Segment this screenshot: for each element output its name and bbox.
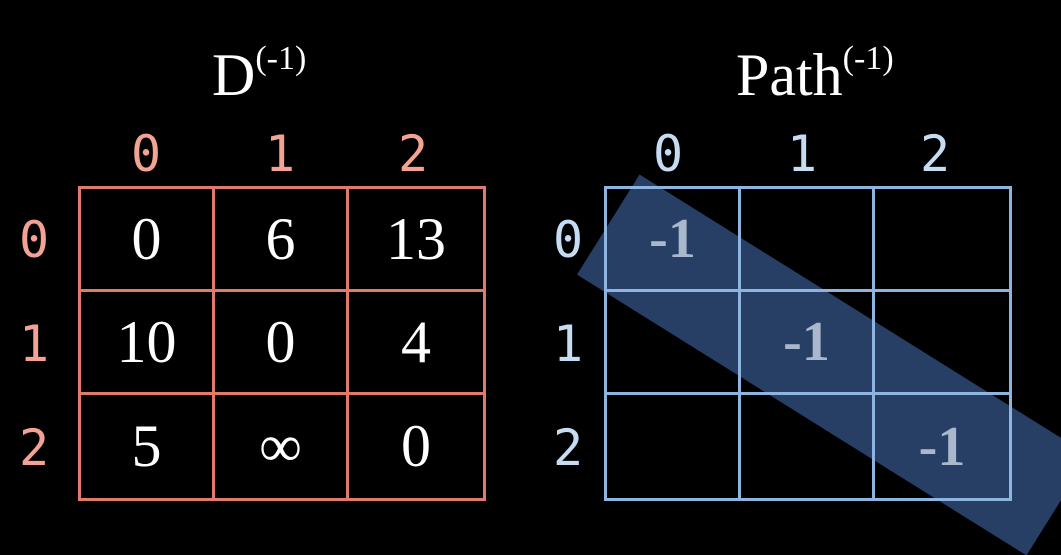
- distance-cell-2-1: ∞: [215, 395, 349, 498]
- path-col-index-0: 0: [652, 125, 684, 183]
- distance-matrix-title-superscript: (-1): [255, 40, 307, 77]
- distance-cell-0-0: 0: [81, 189, 215, 292]
- path-row-index-2: 2: [552, 419, 584, 477]
- distance-col-index-1: 1: [264, 125, 296, 183]
- distance-col-index-0: 0: [130, 125, 162, 183]
- path-row-index-0: 0: [552, 211, 584, 269]
- distance-cell-0-2: 13: [349, 189, 483, 292]
- distance-cell-1-2: 4: [349, 292, 483, 395]
- path-cell-2-1: [741, 395, 875, 498]
- path-cell-1-0: [607, 292, 741, 395]
- distance-matrix-grid: 0 6 13 10 0 4 5 ∞ 0: [78, 186, 486, 501]
- distance-cell-1-0: 10: [81, 292, 215, 395]
- path-matrix-title: Path(-1): [736, 40, 894, 110]
- path-row-index-1: 1: [552, 315, 584, 373]
- distance-cell-1-1: 0: [215, 292, 349, 395]
- distance-matrix-title-text: D: [212, 42, 256, 108]
- path-cell-0-2: [875, 189, 1009, 292]
- path-matrix-title-superscript: (-1): [842, 40, 894, 77]
- path-cell-1-1: -1: [741, 292, 875, 395]
- distance-row-index-0: 0: [18, 211, 50, 269]
- path-cell-0-1: [741, 189, 875, 292]
- distance-cell-2-0: 5: [81, 395, 215, 498]
- path-cell-2-2: -1: [918, 415, 966, 478]
- distance-cell-0-1: 6: [215, 189, 349, 292]
- path-col-index-1: 1: [786, 125, 818, 183]
- distance-cell-2-2: 0: [401, 413, 431, 479]
- distance-matrix-title: D(-1): [212, 40, 306, 110]
- path-matrix-grid: -1 -1 -1: [604, 186, 1012, 501]
- path-cell-2-0: [607, 395, 741, 498]
- path-matrix-title-text: Path: [736, 42, 843, 108]
- path-cell-1-2: [875, 292, 1009, 395]
- path-col-index-2: 2: [919, 125, 951, 183]
- distance-row-index-2: 2: [18, 419, 50, 477]
- distance-row-index-1: 1: [18, 315, 50, 373]
- path-cell-0-0: -1: [607, 189, 741, 292]
- distance-col-index-2: 2: [397, 125, 429, 183]
